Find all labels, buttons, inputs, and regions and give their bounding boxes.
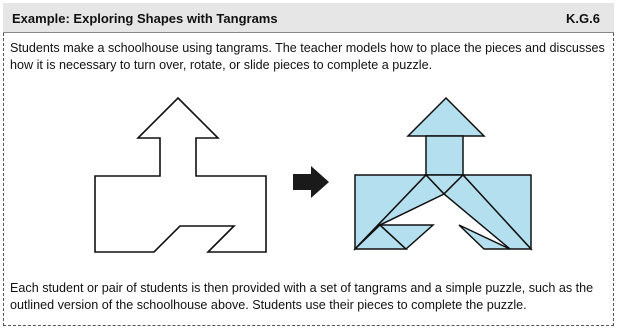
square-piece [425,135,464,176]
intro-paragraph: Students make a schoolhouse using tangra… [10,41,605,72]
standard-code: K.G.6 [566,11,600,26]
small-triangle-center [378,224,435,251]
right-notch-triangle [458,224,511,250]
roof-triangle [406,96,486,137]
closing-paragraph: Each student or pair of students is then… [10,281,594,312]
filled-schoolhouse [353,96,533,251]
outline-schoolhouse [94,96,267,253]
right-arrow-icon [293,166,329,198]
example-header: Example: Exploring Shapes with Tangrams … [3,3,614,33]
example-title: Example: Exploring Shapes with Tangrams [12,11,278,26]
